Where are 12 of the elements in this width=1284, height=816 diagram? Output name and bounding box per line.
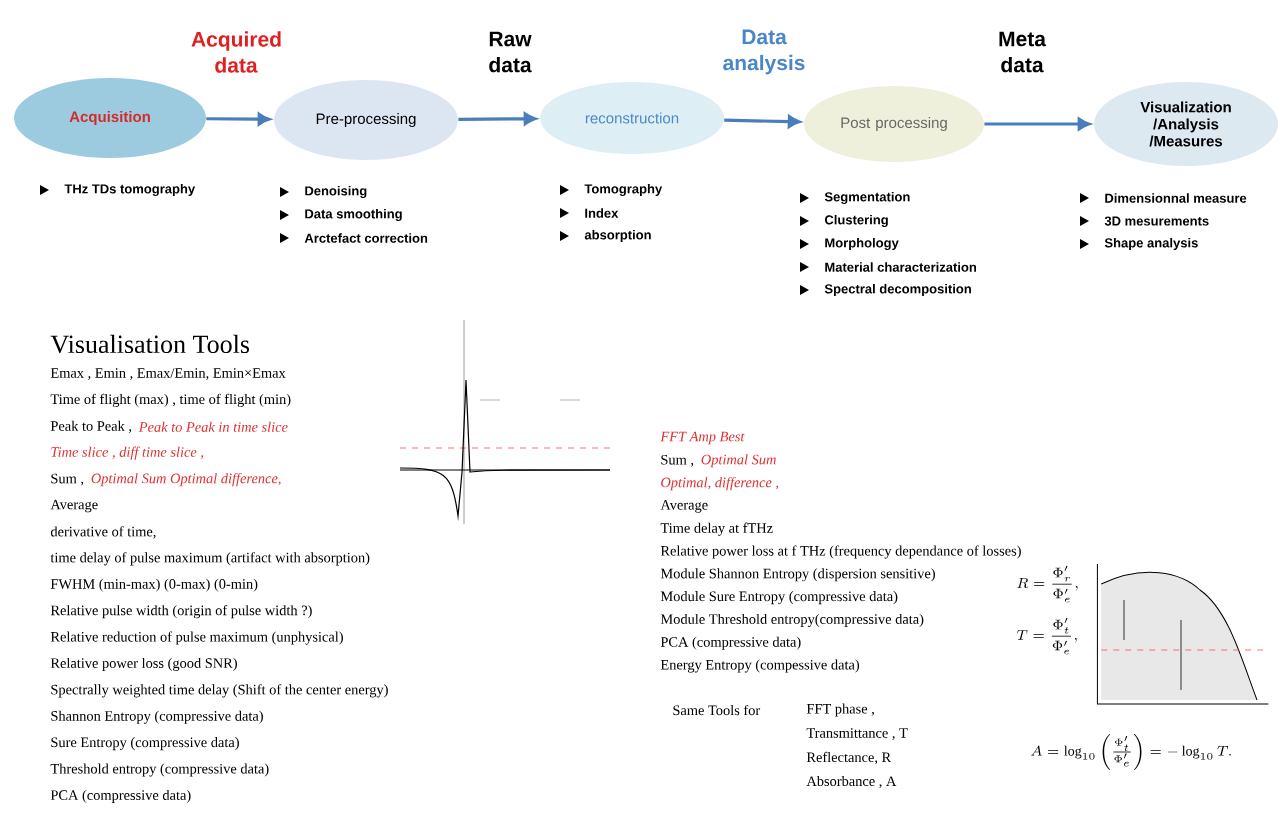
arrow [724,115,801,128]
section-heading: Visualisation Tools [50,334,250,354]
stage-label: Data analysis [723,29,805,75]
arrow [458,112,537,126]
stage-label: Meta data [999,31,1047,73]
stage-label: Acquired data [191,31,281,73]
arrow [984,117,1091,131]
arrow [206,112,271,126]
formula: $T = \frac{\Phi_t^{\prime}}{\Phi_e^{\prime}},$ [1017,617,1077,655]
formula: $R = \frac{\Phi_r^{\prime}}{\Phi_e^{\prime}},$ [1017,565,1078,603]
stage-label: Raw data [489,31,532,73]
formula: $A = \log_{10}\left(\frac{\Phi_t^{\prime}}{\Phi_e^{\prime}}\right) = -\log_{10} T.$ [1031,734,1231,770]
